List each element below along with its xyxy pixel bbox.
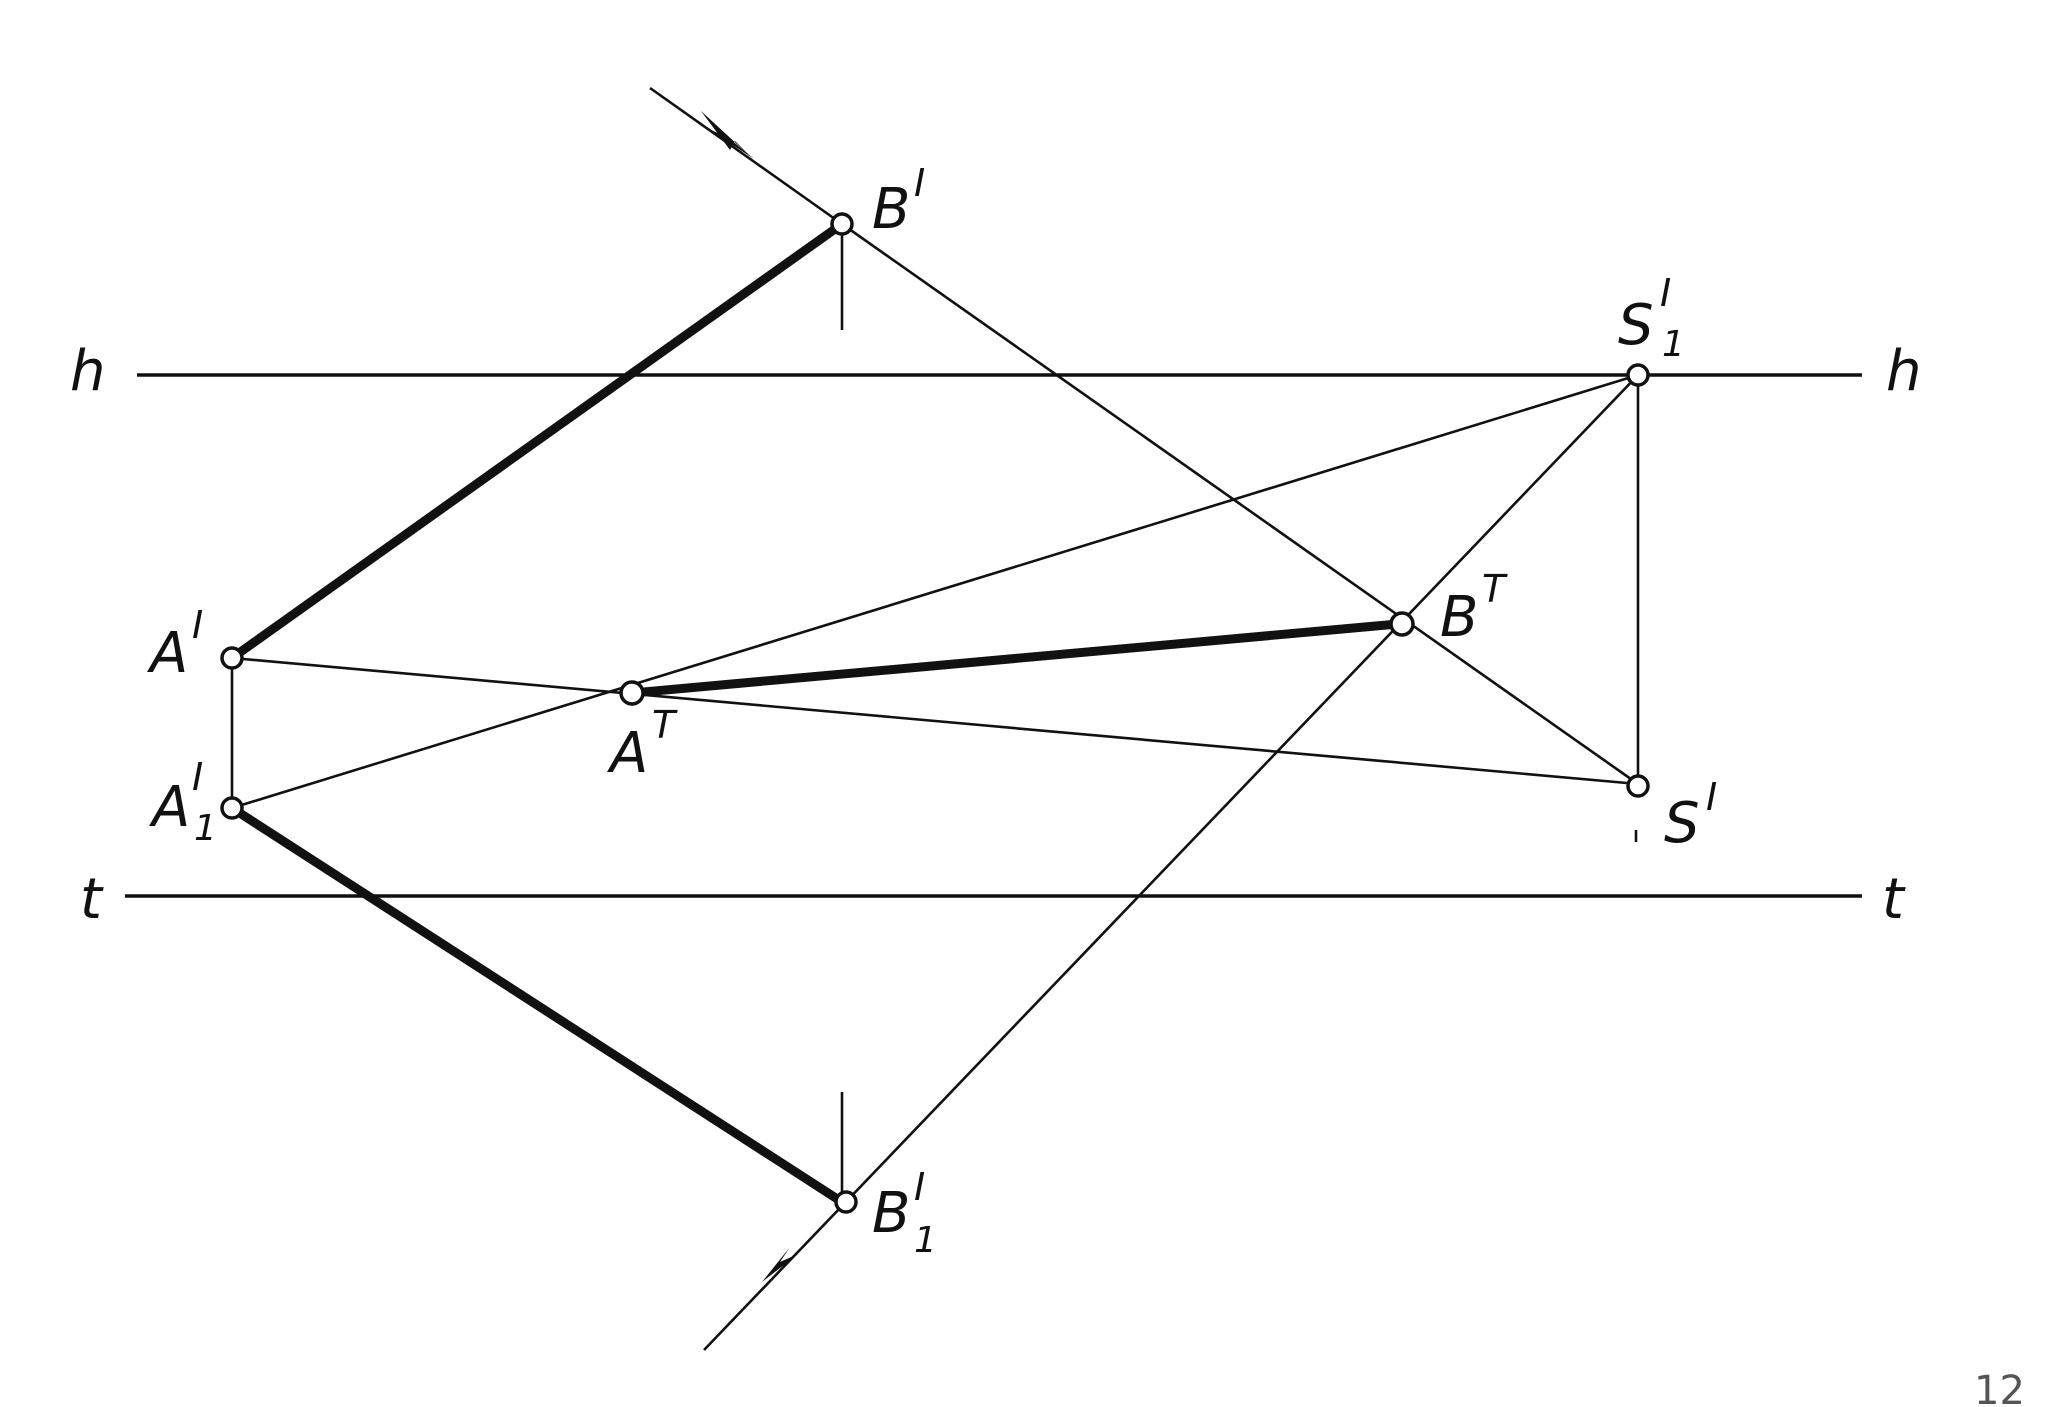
line-b1-prime-s1-prime — [703, 374, 1639, 1351]
svg-text:I: I — [914, 161, 925, 205]
svg-text:1: 1 — [194, 808, 217, 849]
svg-text:1: 1 — [1662, 324, 1685, 365]
label-a1-prime: A I 1 — [149, 755, 217, 849]
point-b-prime — [830, 212, 854, 236]
label-a-prime: A I — [147, 603, 203, 686]
svg-text:I: I — [192, 755, 203, 799]
svg-text:I: I — [192, 603, 203, 647]
label-b1-prime: B I 1 — [872, 1165, 937, 1261]
point-a1-prime — [220, 796, 244, 820]
svg-text:I: I — [1660, 271, 1671, 315]
incoming-ray-b-prime — [649, 86, 843, 226]
svg-text:T: T — [652, 703, 678, 747]
svg-text:A: A — [607, 721, 648, 786]
point-b-t — [1389, 611, 1415, 637]
point-b1-prime — [834, 1190, 858, 1214]
label-b-prime: B I — [872, 161, 925, 242]
label-s-prime: S I — [1664, 775, 1717, 856]
svg-text:A: A — [149, 775, 190, 840]
svg-text:1: 1 — [914, 1220, 937, 1261]
label-h-left: h — [70, 339, 106, 404]
point-s-prime — [1626, 774, 1650, 798]
page-number: 12 — [1974, 1368, 2025, 1407]
edge-b-prime-a-prime — [227, 219, 847, 663]
edge-a-t-b-t — [627, 619, 1403, 698]
svg-text:B: B — [1440, 585, 1478, 650]
svg-text:B: B — [872, 1181, 910, 1246]
svg-text:B: B — [872, 177, 910, 242]
label-a-t: A T — [607, 703, 678, 786]
line-a-prime-s-prime — [231, 656, 1639, 786]
edge-a1-prime-b1-prime — [227, 803, 847, 1207]
arrow-head-bottom — [762, 1247, 798, 1282]
point-s1-prime — [1626, 363, 1650, 387]
svg-text:S: S — [1664, 791, 1700, 856]
svg-text:I: I — [914, 1165, 925, 1209]
line-b-prime-s-prime — [841, 222, 1639, 786]
label-s1-prime: S I 1 — [1618, 271, 1685, 365]
label-h-right: h — [1886, 339, 1922, 404]
svg-text:I: I — [1706, 775, 1717, 819]
svg-text:S: S — [1618, 293, 1654, 358]
point-a-prime — [220, 646, 244, 670]
arrow-head-top — [701, 111, 752, 158]
label-t-right: t — [1882, 867, 1906, 932]
line-a1-prime-s1-prime — [231, 373, 1639, 810]
svg-text:T: T — [1482, 567, 1508, 611]
label-t-left: t — [80, 867, 104, 932]
svg-text:A: A — [147, 621, 188, 686]
label-b-t: B T — [1440, 567, 1508, 650]
point-a-t — [619, 680, 645, 706]
